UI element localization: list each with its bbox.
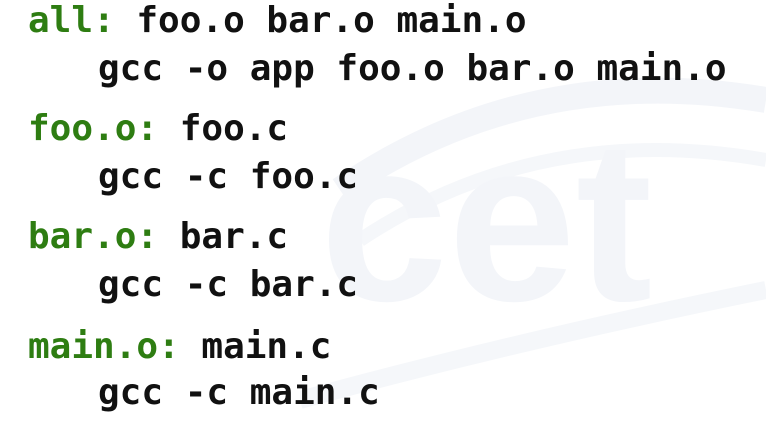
rule-foo-command: gcc -c foo.c — [98, 156, 359, 197]
rule-target: main.o: — [28, 326, 180, 367]
watermark-text: cet — [320, 92, 652, 349]
rule-dependencies: bar.c — [158, 216, 289, 257]
rule-all-header: all: foo.o bar.o main.o — [28, 0, 527, 48]
watermark-logo-icon: cet — [300, 77, 766, 409]
rule-target: bar.o: — [28, 216, 159, 257]
rule-main-header: main.o: main.c — [28, 320, 331, 374]
rule-main-command: gcc -c main.c — [98, 372, 380, 413]
rule-target: foo.o: — [28, 108, 159, 149]
rule-bar-command: gcc -c bar.c — [98, 264, 359, 305]
rule-target: all: — [28, 0, 115, 41]
rule-dependencies: foo.o bar.o main.o — [114, 0, 527, 41]
rule-all-command: gcc -o app foo.o bar.o main.o — [98, 48, 727, 89]
rule-bar-header: bar.o: bar.c — [28, 210, 288, 264]
rule-dependencies: main.c — [179, 326, 332, 367]
rule-foo-header: foo.o: foo.c — [28, 102, 288, 156]
rule-dependencies: foo.c — [158, 108, 289, 149]
